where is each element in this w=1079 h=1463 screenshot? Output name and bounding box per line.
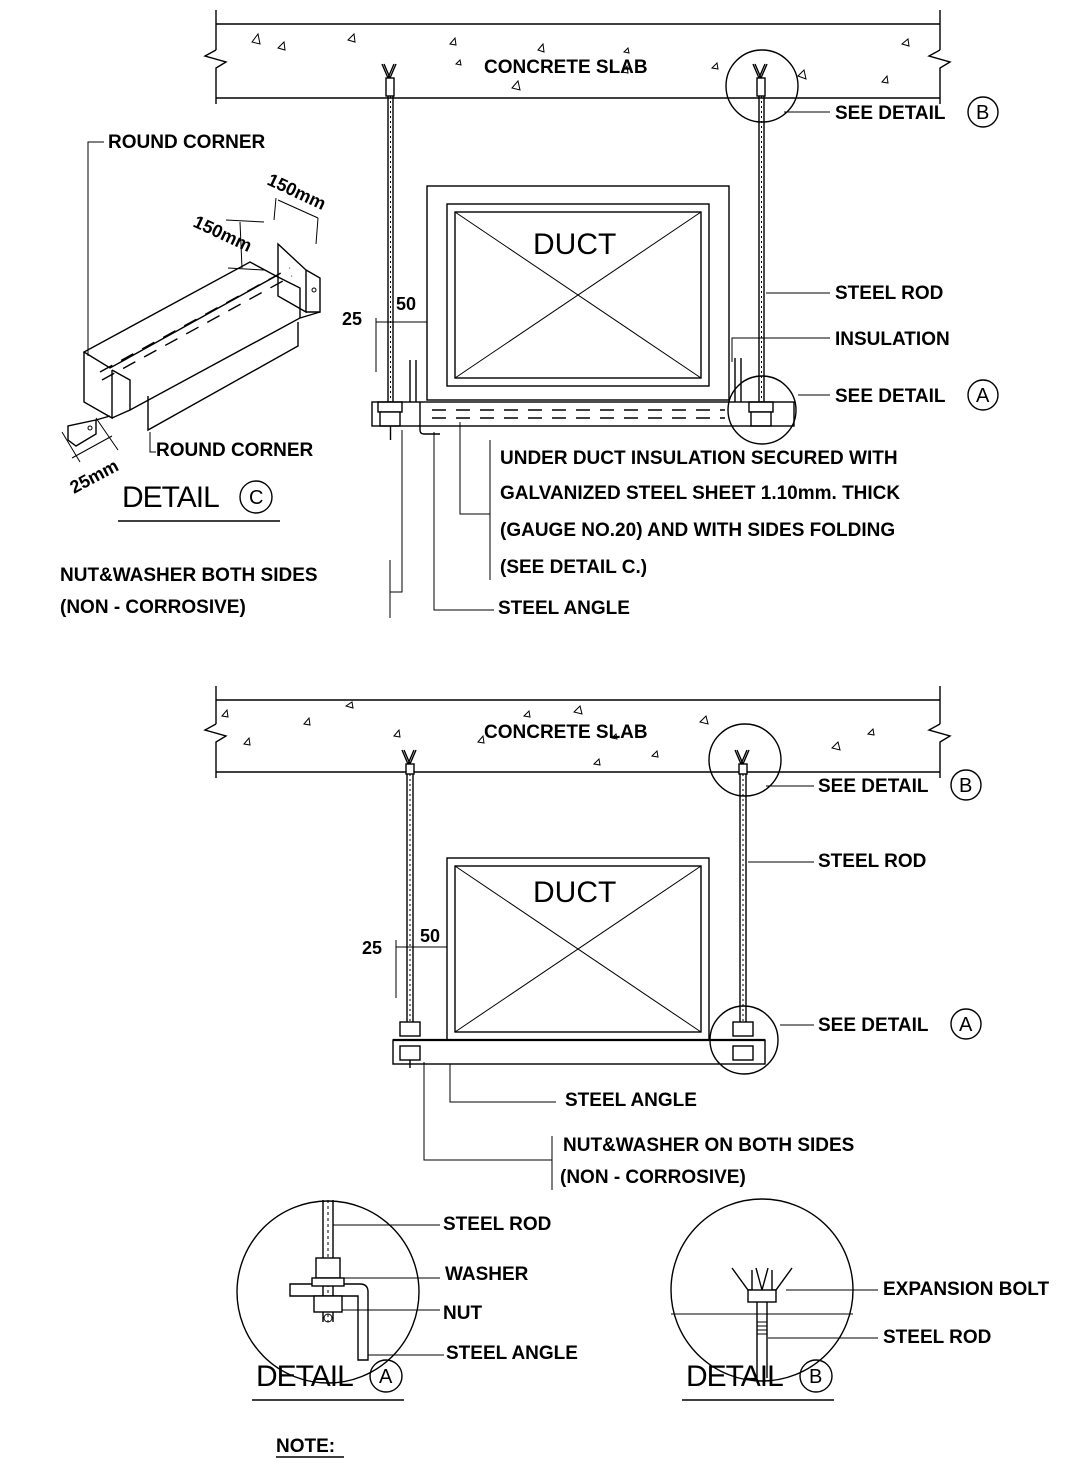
slab-label-2: CONCRETE SLAB: [484, 722, 648, 743]
nut-washer-line2-1: (NON - CORROSIVE): [60, 597, 246, 618]
detail-c-ref: C: [249, 487, 263, 509]
detail-b: EXPANSION BOLT STEEL ROD DETAIL B: [670, 1198, 1049, 1401]
dim-25-label-1: 25: [342, 309, 362, 329]
dimensions-2: 25 50: [362, 926, 447, 998]
duct-label-1: DUCT: [533, 228, 616, 261]
insulation-label-1: INSULATION: [835, 329, 950, 350]
detail-a-ref: A: [379, 1366, 393, 1388]
dim-150-top-label: 150mm: [264, 169, 329, 213]
nut-washer-line1-2: NUT&WASHER ON BOTH SIDES: [563, 1135, 854, 1156]
note-line-1: UNDER DUCT INSULATION SECURED WITH: [500, 448, 898, 469]
dim-50-label-1: 50: [396, 294, 416, 314]
steel-angle-label-2: STEEL ANGLE: [565, 1090, 697, 1111]
round-corner-top-label: ROUND CORNER: [108, 132, 266, 153]
detail-b-ref: B: [809, 1366, 822, 1388]
detail-a: STEEL ROD WASHER NUT STEEL ANGLE DETAIL …: [236, 1200, 578, 1401]
left-hanger-rod-2: [399, 749, 421, 1068]
note-line-2: GALVANIZED STEEL SHEET 1.10mm. THICK: [500, 483, 900, 504]
detail-b-callout-circle-1: [725, 49, 799, 123]
detail-b-steel-rod-label: STEEL ROD: [883, 1327, 991, 1348]
see-detail-a-ref-2: A: [959, 1014, 973, 1036]
duct-label-2: DUCT: [533, 876, 616, 909]
right-leaders-1: SEE DETAIL B STEEL ROD INSULATION SEE DE…: [731, 96, 999, 411]
steel-angle-1: [371, 358, 795, 435]
detail-b-callout-circle-2: [708, 723, 782, 797]
detail-a-steel-angle-label: STEEL ANGLE: [446, 1343, 578, 1364]
detail-a-washer-label: WASHER: [445, 1264, 529, 1285]
see-detail-a-label-1: SEE DETAIL: [835, 386, 946, 407]
dim-150-left-label: 150mm: [190, 211, 255, 255]
see-detail-b-ref-2: B: [959, 775, 972, 797]
left-hanger-rod-1: [377, 63, 403, 440]
insulation-note-1: UNDER DUCT INSULATION SECURED WITH GALVA…: [459, 422, 900, 580]
steel-rod-label-1: STEEL ROD: [835, 283, 943, 304]
detail-a-nut-label: NUT: [443, 1303, 482, 1324]
see-detail-a-ref-1: A: [976, 385, 990, 407]
steel-rod-label-2: STEEL ROD: [818, 851, 926, 872]
right-leaders-2: SEE DETAIL B STEEL ROD SEE DETAIL A: [748, 769, 982, 1040]
note-line-3: (GAUGE NO.20) AND WITH SIDES FOLDING: [500, 520, 895, 541]
detail-b-title: DETAIL: [686, 1360, 783, 1393]
right-hanger-rod-1: [725, 49, 799, 445]
concrete-slab-1: CONCRETE SLAB: [203, 10, 952, 104]
note-line-4: (SEE DETAIL C.): [500, 557, 647, 578]
duct-2: DUCT: [446, 857, 710, 1041]
dim-25-label-2: 25: [362, 938, 382, 958]
bottom-leaders-1: NUT&WASHER BOTH SIDES (NON - CORROSIVE) …: [60, 430, 630, 619]
nut-washer-line1-1: NUT&WASHER BOTH SIDES: [60, 565, 318, 586]
concrete-slab-2: CONCRETE SLAB: [203, 686, 952, 778]
steel-angle-label-1: STEEL ANGLE: [498, 598, 630, 619]
bottom-leaders-2: STEEL ANGLE NUT&WASHER ON BOTH SIDES (NO…: [423, 1062, 854, 1190]
nut-washer-line2-2: (NON - CORROSIVE): [560, 1167, 746, 1188]
round-corner-bottom-label: ROUND CORNER: [156, 440, 314, 461]
note: NOTE:: [276, 1436, 344, 1458]
see-detail-a-label-2: SEE DETAIL: [818, 1015, 929, 1036]
detail-c-title: DETAIL: [122, 481, 219, 514]
detail-b-expansion-bolt-label: EXPANSION BOLT: [883, 1279, 1049, 1300]
see-detail-b-label-1: SEE DETAIL: [835, 103, 946, 124]
dimensions-1: 25 50: [342, 294, 427, 372]
detail-c: ROUND CORNER ROUND CORNER 150mm 150mm 25…: [61, 132, 329, 522]
diagram-1: CONCRETE SLAB: [60, 10, 999, 619]
slab-label-1: CONCRETE SLAB: [484, 57, 648, 78]
right-hanger-rod-2: [708, 723, 782, 1075]
steel-angle-2: [392, 1038, 766, 1065]
dim-25mm-label: 25mm: [66, 455, 121, 497]
detail-a-title: DETAIL: [256, 1360, 353, 1393]
note-label: NOTE:: [276, 1436, 335, 1457]
see-detail-b-ref-1: B: [976, 102, 989, 124]
detail-a-steel-rod-label: STEEL ROD: [443, 1214, 551, 1235]
detail-a-callout-circle-1: [727, 375, 797, 445]
dim-50-label-2: 50: [420, 926, 440, 946]
diagram-2: CONCRETE SLAB: [203, 686, 982, 1190]
duct-1: DUCT: [426, 185, 730, 401]
see-detail-b-label-2: SEE DETAIL: [818, 776, 929, 797]
